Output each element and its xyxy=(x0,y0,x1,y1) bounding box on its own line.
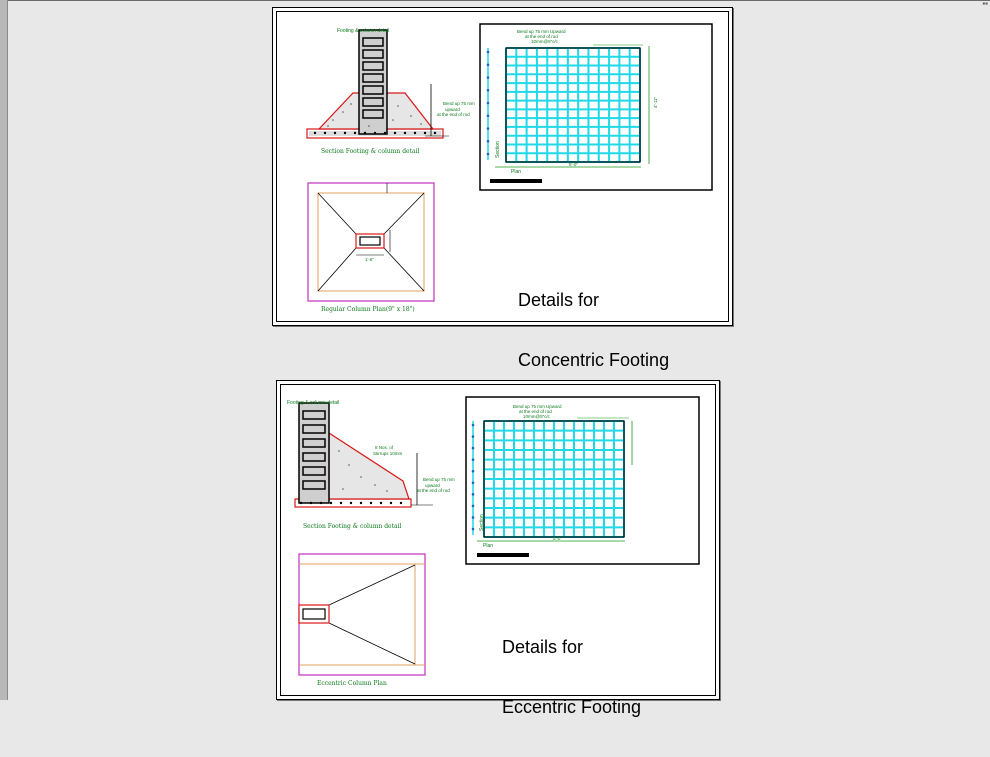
plan-dim-bottom: 5'-0" xyxy=(569,162,578,167)
footing-outline xyxy=(317,192,425,292)
section-bar-dot xyxy=(471,458,475,461)
section-bar-dot xyxy=(486,101,490,105)
bottom-rebar xyxy=(299,501,403,505)
column-plan-border xyxy=(307,182,435,302)
sheet-border xyxy=(280,384,716,696)
section-bar-dot xyxy=(486,114,490,118)
section-footing-detail: Footing & column detail Bend up 75 mm up… xyxy=(306,28,475,155)
column-stirrups xyxy=(302,410,326,490)
eccentric-drawing: Footing & column detail 8 Nos. of Stirru… xyxy=(287,396,700,687)
section-bar-dot xyxy=(471,469,475,473)
plan-dim-right: 4'-11" xyxy=(653,96,658,108)
title-line-2: Eccentric Footing xyxy=(502,697,642,717)
scale-bar xyxy=(490,179,542,183)
section-bar-dot xyxy=(471,481,475,485)
section-bar-dot xyxy=(486,127,490,130)
rebar-grid-lines xyxy=(505,47,641,163)
section-bar-dot xyxy=(471,493,475,496)
column-dim: 1'-6" xyxy=(365,257,374,262)
section-bar-dot xyxy=(471,446,475,450)
plan-rebar-grid: Bend up 75 mm Upward at the end of rod 1… xyxy=(479,23,713,191)
section-bar-dot xyxy=(486,63,490,67)
drawing-sheet-concentric: Footing & column detail Bend up 75 mm up… xyxy=(272,7,733,370)
footing-sloped xyxy=(328,431,410,500)
plan-rebar-grid: Bend up 75 mm Upward at the end of rod 1… xyxy=(465,396,700,565)
stirrup-note-1: 8 Nos. of xyxy=(375,445,394,450)
title-line-1: Details for xyxy=(502,637,584,657)
bend-note-2: upward xyxy=(445,107,460,112)
viewer-left-edge xyxy=(0,0,8,700)
column-plan-caption: Eccentric Column Plan xyxy=(317,680,387,687)
sheet-title: Details for Eccentric Footing xyxy=(502,597,641,757)
drawing-sheet-eccentric: Footing & column detail 8 Nos. of Stirru… xyxy=(276,380,720,717)
bottom-rebar xyxy=(313,131,437,135)
bend-note-3: at the end of rod xyxy=(437,112,470,117)
title-line-2: Concentric Footing xyxy=(518,350,670,370)
plan-box xyxy=(479,23,713,191)
section-bar-dot xyxy=(471,435,475,438)
sheet-title: Details for Concentric Footing xyxy=(518,250,669,410)
eccentric-column-plan: Eccentric Column Plan xyxy=(298,553,426,687)
plan-bend-note-1: Bend up 75 mm Upward xyxy=(513,404,562,409)
bend-note-1: Bend up 75 mm xyxy=(443,101,475,106)
plan-box xyxy=(465,396,700,565)
section-bar-dot xyxy=(471,516,475,519)
section-bar-dot xyxy=(471,504,475,508)
section-caption: Section Footing & column detail xyxy=(321,148,420,155)
plan-label: Plan xyxy=(483,543,493,549)
scale-bar xyxy=(477,553,529,557)
plan-bend-note-3: 10mm@5"c/c xyxy=(523,414,551,419)
section-bar-dot xyxy=(486,88,490,92)
section-footing-detail: Footing & column detail 8 Nos. of Stirru… xyxy=(287,400,455,530)
plan-bend-note-3: 10mm@5"c/c xyxy=(531,39,559,44)
title-line-1: Details for xyxy=(518,290,600,310)
sheet-border xyxy=(276,11,729,322)
bend-note-1: Bend up 75 mm xyxy=(423,477,455,482)
resize-grip-icon[interactable]: ▪▪ xyxy=(982,0,988,8)
section-bar-dot xyxy=(486,152,490,156)
section-bar-dot xyxy=(486,50,490,54)
plan-bend-note-2: at the end of rod xyxy=(519,409,552,414)
bend-note-3: at the end of rod xyxy=(417,488,450,493)
plan-dim-bottom: 5'-0" xyxy=(553,536,562,541)
section-bar-dot xyxy=(471,527,475,531)
concentric-drawing: Footing & column detail Bend up 75 mm up… xyxy=(306,23,713,313)
rebar-grid-lines xyxy=(483,420,625,538)
plan-label: Plan xyxy=(511,169,521,175)
section-bar-dot xyxy=(471,423,475,427)
plan-bend-note-2: at the end of rod xyxy=(525,34,558,39)
section-header-label: Footing & column detail xyxy=(287,400,339,406)
regular-column-plan: 1'-6" Regular Column Plan(9" x 18") xyxy=(307,182,435,313)
column-plan-caption: Regular Column Plan(9" x 18") xyxy=(321,306,415,313)
section-header-label: Footing & column detail xyxy=(337,28,389,34)
section-bar-dots xyxy=(471,423,475,531)
section-bar-dot xyxy=(486,139,490,143)
concrete-stipple xyxy=(338,450,388,492)
bend-note-2: upward xyxy=(425,483,440,488)
section-vertical-label: Section xyxy=(479,514,485,531)
plan-bend-note-1: Bend up 75 mm Upward xyxy=(517,29,566,34)
section-caption: Section Footing & column detail xyxy=(303,523,402,530)
section-bar-dot xyxy=(486,76,490,79)
column-stirrups xyxy=(362,37,384,119)
section-bar-dots xyxy=(486,50,490,156)
section-vertical-label: Section xyxy=(495,141,501,158)
stirrup-note-2: Stirrups 10mm xyxy=(373,451,403,456)
concrete-stipple xyxy=(327,103,422,127)
